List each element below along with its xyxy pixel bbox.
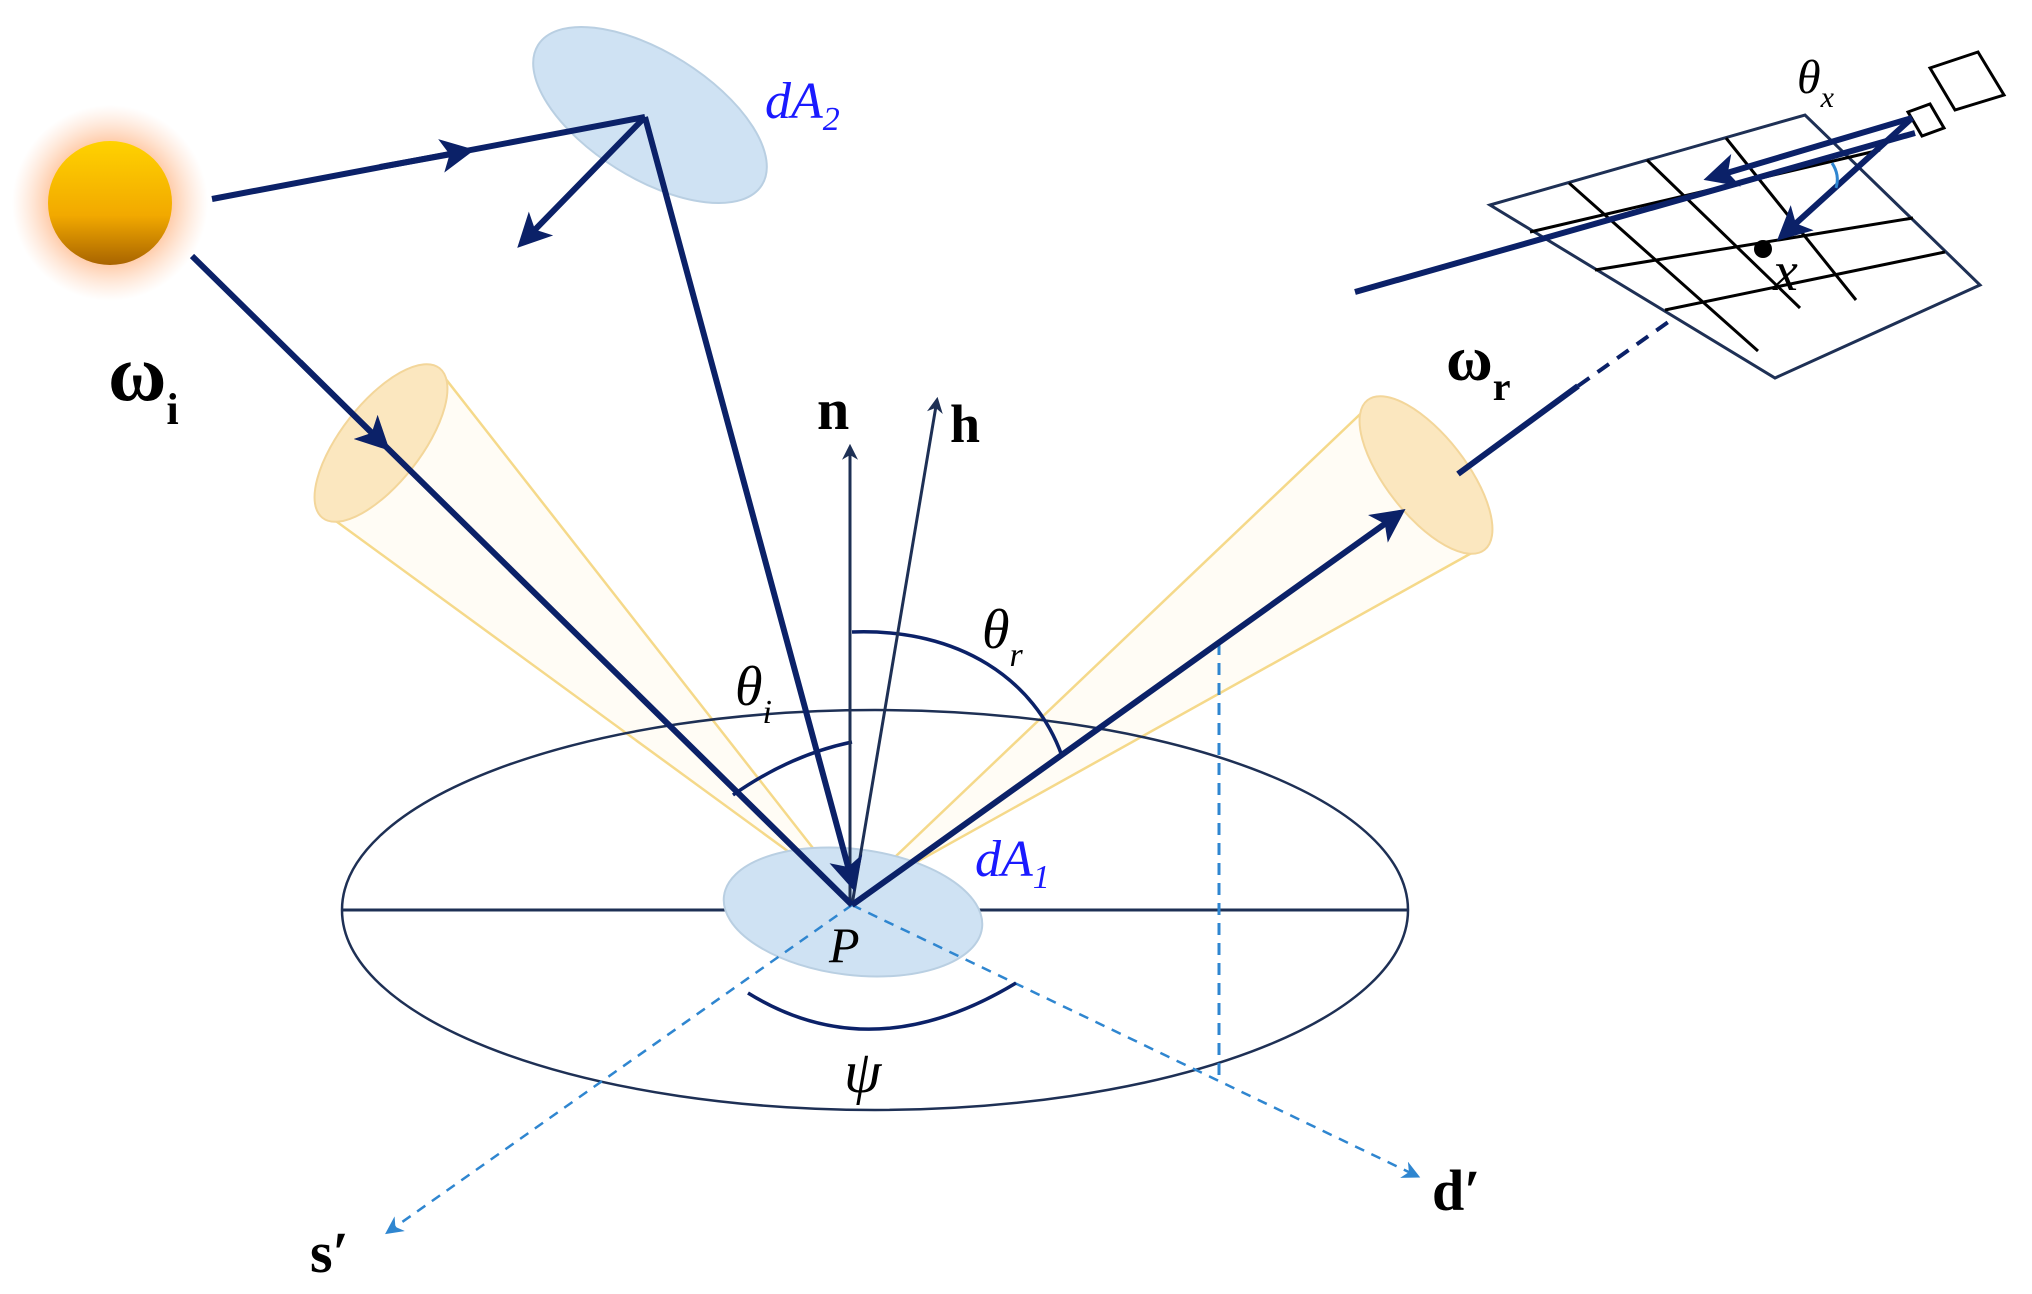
sun-icon: [12, 105, 208, 301]
d-prime-arrow: [851, 903, 1421, 1178]
incident-ray-arrow: [297, 359, 390, 451]
theta-i-arc: [731, 740, 853, 797]
incident-ray: [189, 253, 855, 908]
theta-r-arc: [851, 630, 1064, 757]
theta-x-arc: [1830, 162, 1839, 189]
x-label: x: [1772, 241, 1798, 303]
psi-arc: [747, 981, 1017, 1031]
normal-label: n: [817, 377, 849, 442]
sun-to-da2-arrow: [379, 139, 475, 173]
theta-x-label: θx: [1797, 51, 1835, 114]
theta-r-label: θr: [982, 599, 1024, 674]
reflection-cone: [851, 395, 1494, 900]
camera-ray-to-x: [1776, 115, 1915, 241]
d-prime-label: d′: [1432, 1158, 1481, 1223]
theta-i-label: θi: [735, 656, 772, 731]
da2-label: dA2: [765, 73, 840, 138]
da2-normal-arrow: [517, 114, 648, 248]
sensor-grid: [1486, 113, 1983, 380]
s-prime-arrow: [385, 903, 853, 1235]
reflected-ray: [850, 509, 1406, 908]
sensor-incoming-ray: [1354, 130, 1916, 295]
incident-cone: [313, 363, 853, 900]
omega-r-label: ωr: [1446, 323, 1511, 409]
omega-i-label: ωi: [108, 330, 179, 434]
half-vector-label: h: [950, 394, 980, 454]
da1-label: dA1: [975, 831, 1050, 896]
point-p-label: P: [828, 917, 860, 973]
half-vector: [850, 396, 943, 906]
camera-icon: [1905, 50, 2007, 138]
s-prime-label: s′: [310, 1220, 349, 1285]
psi-label: ψ: [844, 1039, 883, 1105]
reflected-ray-continuation: [1456, 383, 1580, 477]
da2-to-p-ray: [642, 116, 863, 892]
camera-ray-to-grid: [1703, 115, 1913, 187]
da2-patch: [532, 25, 768, 205]
point-x: [1754, 240, 1772, 258]
